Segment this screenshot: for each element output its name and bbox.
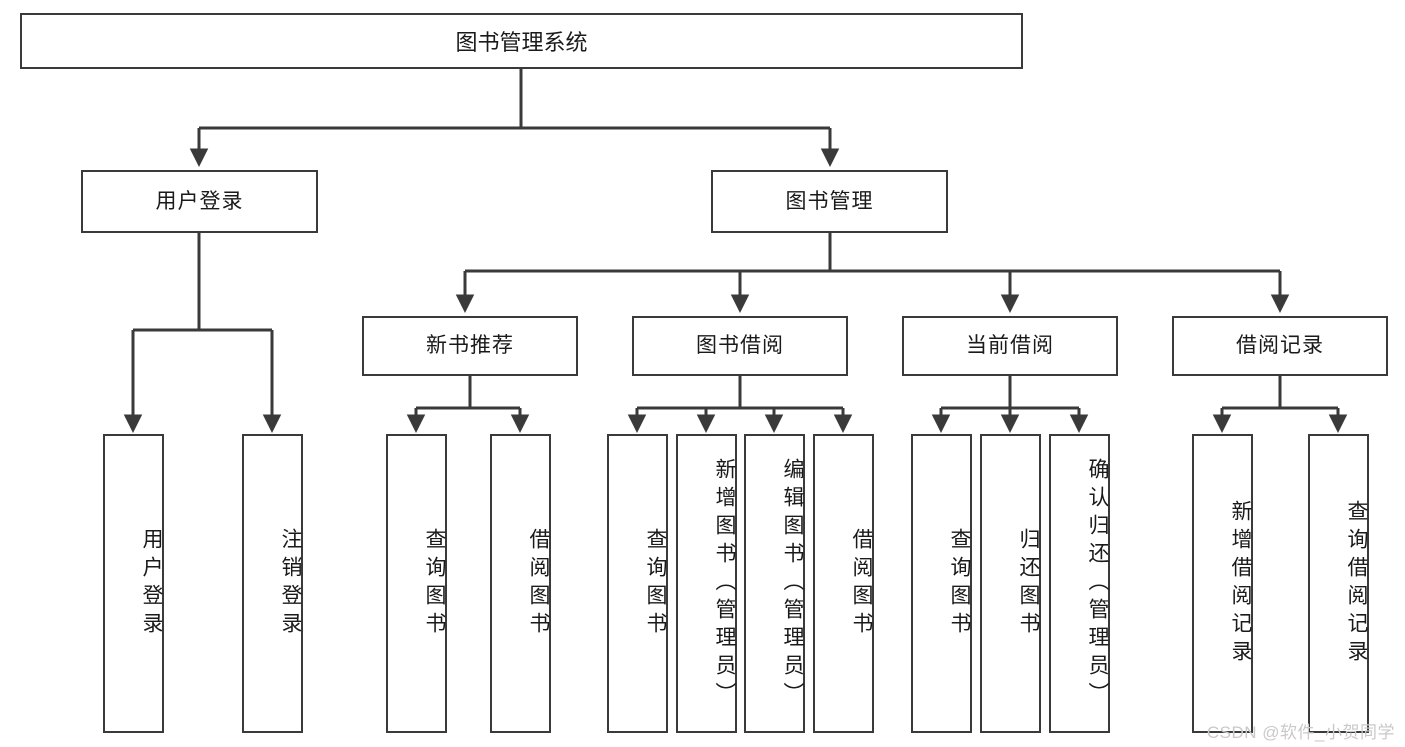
leaf-label: 新增借阅记录: [1229, 499, 1252, 668]
leaf-label: 编辑图书（管理员）: [781, 457, 804, 710]
leaf-label: 用户登录: [140, 527, 163, 640]
node-label: 当前借阅: [966, 334, 1054, 358]
node-label: 图书管理系统: [455, 30, 588, 55]
leaf-user-login-login[interactable]: 用户登录: [103, 434, 164, 733]
csdn-watermark: CSDN @软件_小贺同学: [1206, 723, 1395, 742]
leaf-current-borrow-confirm-return-admin[interactable]: 确认归还（管理员）: [1049, 434, 1110, 733]
node-current-borrow[interactable]: 当前借阅: [902, 316, 1118, 376]
node-book-management[interactable]: 图书管理: [711, 170, 948, 233]
leaf-borrow-record-query-record[interactable]: 查询借阅记录: [1308, 434, 1369, 733]
leaf-current-borrow-return-book[interactable]: 归还图书: [980, 434, 1041, 733]
leaf-label: 新增图书（管理员）: [713, 457, 736, 710]
node-book-borrow[interactable]: 图书借阅: [632, 316, 848, 376]
leaf-label: 借阅图书: [850, 527, 873, 640]
leaf-book-borrow-add-book-admin[interactable]: 新增图书（管理员）: [676, 434, 737, 733]
leaf-book-borrow-borrow-book[interactable]: 借阅图书: [813, 434, 874, 733]
leaf-book-borrow-query-book[interactable]: 查询图书: [607, 434, 668, 733]
leaf-new-book-query-book[interactable]: 查询图书: [386, 434, 447, 733]
node-label: 图书管理: [785, 189, 874, 213]
leaf-new-book-borrow-book[interactable]: 借阅图书: [490, 434, 551, 733]
leaf-label: 查询图书: [948, 527, 971, 640]
leaf-label: 查询图书: [644, 527, 667, 640]
leaf-label: 确认归还（管理员）: [1086, 457, 1109, 710]
node-label: 用户登录: [155, 189, 244, 213]
node-label: 图书借阅: [696, 334, 784, 358]
leaf-label: 查询图书: [423, 527, 446, 640]
leaf-label: 注销登录: [279, 527, 302, 640]
leaf-user-login-logout[interactable]: 注销登录: [242, 434, 303, 733]
node-label: 新书推荐: [426, 334, 514, 358]
leaf-borrow-record-add-record[interactable]: 新增借阅记录: [1192, 434, 1253, 733]
leaf-current-borrow-query-book[interactable]: 查询图书: [911, 434, 972, 733]
node-root-book-management-system[interactable]: 图书管理系统: [20, 13, 1023, 69]
leaf-label: 借阅图书: [527, 527, 550, 640]
node-borrow-record[interactable]: 借阅记录: [1172, 316, 1388, 376]
leaf-book-borrow-edit-book-admin[interactable]: 编辑图书（管理员）: [744, 434, 805, 733]
node-user-login[interactable]: 用户登录: [81, 170, 318, 233]
node-label: 借阅记录: [1236, 334, 1324, 358]
node-new-book-recommend[interactable]: 新书推荐: [362, 316, 578, 376]
leaf-label: 归还图书: [1017, 527, 1040, 640]
leaf-label: 查询借阅记录: [1345, 499, 1368, 668]
